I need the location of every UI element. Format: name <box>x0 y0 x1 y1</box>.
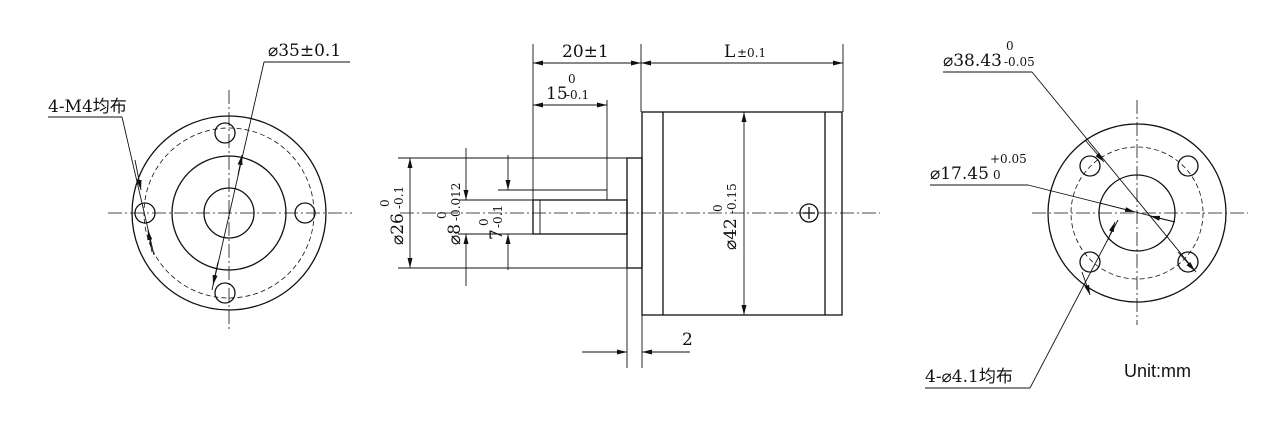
boss-dia-upper: 0 <box>378 199 392 207</box>
holes-leader <box>1029 219 1119 389</box>
shaft-dia-main: ⌀8 <box>445 224 465 245</box>
front-hole-top <box>214 122 236 144</box>
inner-dia-upper: +0.05 <box>990 152 1027 166</box>
pcd-arrow-upper <box>237 154 243 176</box>
rear-hole-bottom-right <box>1177 251 1199 273</box>
unit-label: Unit:mm <box>1124 361 1191 381</box>
screw-icon <box>799 203 819 223</box>
boss-thickness-label: 2 <box>682 330 693 350</box>
pcd-leader-line <box>211 61 265 291</box>
inner-dia-arrow <box>1099 202 1136 213</box>
inner-dia-main: ⌀17.45 <box>930 164 989 184</box>
body-dia-main: ⌀42 <box>721 218 741 250</box>
rear-hole-top-left <box>1079 155 1101 177</box>
rear-flange-outer <box>1047 123 1227 303</box>
outer-dia-main: ⌀38.43 <box>943 51 1002 71</box>
body-length-tol: ±0.1 <box>737 46 766 60</box>
front-boss-circle <box>171 155 287 271</box>
outer-dia-upper: 0 <box>1006 39 1014 53</box>
flat-dim-lower: -0.1 <box>491 205 505 228</box>
thread-arrow-lower <box>147 229 153 253</box>
shaft-dia-lower: -0.012 <box>449 183 463 221</box>
holes-arrow-upper <box>1107 221 1116 241</box>
flat-dim-upper: 0 <box>477 218 491 226</box>
front-hole-left <box>134 202 156 224</box>
front-flange-outer <box>131 115 327 311</box>
rear-bolt-circle <box>1070 146 1204 280</box>
outer-dia-leader <box>1031 71 1197 273</box>
body-dia-label-group: ⌀42 0 -0.15 <box>711 183 741 250</box>
body-dia-upper: 0 <box>711 204 725 212</box>
shaft-dia-upper: 0 <box>435 211 449 219</box>
boss-dia-label-group: ⌀26 0 -0.1 <box>378 186 408 245</box>
inner-dia-arrow-right <box>1149 215 1176 223</box>
outer-dia-lower: -0.05 <box>1004 55 1035 69</box>
rear-view: ⌀38.43 0 -0.05 ⌀17.45 +0.05 0 4-⌀4.1均布 <box>925 39 1248 389</box>
outer-dia-arrow-upper <box>1084 139 1105 163</box>
pcd-arrow-lower <box>212 261 219 286</box>
outer-dia-arrow-lower <box>1177 251 1196 272</box>
rear-hole-bottom-left <box>1079 251 1101 273</box>
front-hole-bottom <box>214 282 236 304</box>
thread-label: 4-M4均布 <box>48 97 127 117</box>
flat-length-lower: -0.1 <box>566 88 589 102</box>
front-view: ⌀35±0.1 4-M4均布 <box>48 41 352 330</box>
rear-hole-top-right <box>1177 155 1199 177</box>
body-length-label: L <box>724 42 735 62</box>
flat-dim-main: 7 <box>487 229 507 240</box>
motor-shaft <box>532 199 628 235</box>
thread-arrow-upper <box>134 159 142 191</box>
front-hole-right <box>294 202 316 224</box>
boss-dia-lower: -0.1 <box>392 186 406 209</box>
flat-length-upper: 0 <box>568 72 576 86</box>
holes-label: 4-⌀4.1均布 <box>925 367 1013 387</box>
body-dia-lower: -0.15 <box>725 183 739 214</box>
flat-dim-label-group: 7 0 -0.1 <box>477 205 507 240</box>
rear-center-bore <box>1098 174 1176 252</box>
side-view: 20±1 L ±0.1 15 0 -0.1 ⌀26 0 -0.1 ⌀8 0 -0… <box>378 42 880 368</box>
holes-arrow-lower <box>1081 271 1091 296</box>
shaft-dia-label-group: ⌀8 0 -0.012 <box>435 183 465 245</box>
boss-dia-main: ⌀26 <box>388 213 408 245</box>
inner-dia-lower: 0 <box>993 168 1001 182</box>
shaft-length-label: 20±1 <box>562 42 609 62</box>
flat-length-main: 15 <box>546 84 568 104</box>
front-shaft-circle <box>203 187 255 239</box>
pcd-label: ⌀35±0.1 <box>268 41 341 61</box>
